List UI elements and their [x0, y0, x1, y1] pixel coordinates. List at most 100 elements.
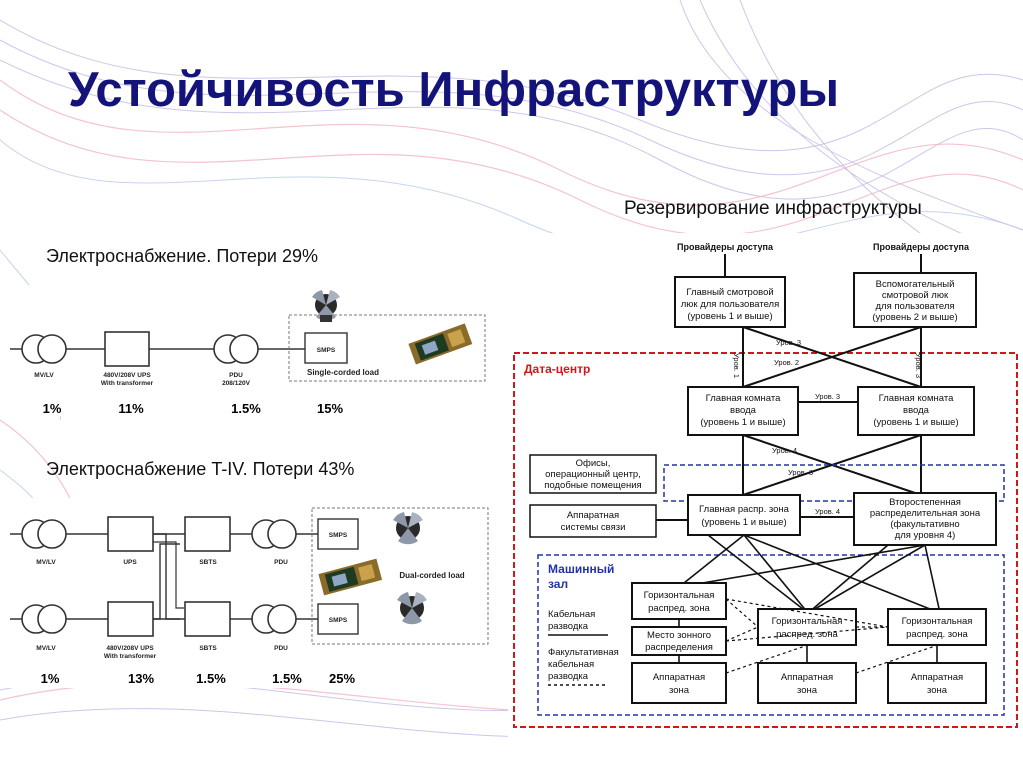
power1-heading: Электроснабжение. Потери 29% [46, 246, 319, 266]
aux-hatch-line: для пользователя [875, 301, 954, 312]
load-label: Dual-corded load [399, 571, 464, 580]
comp-ups: 480V/208V UPS [103, 372, 151, 379]
legend-line: Факультативная [548, 647, 619, 658]
load-label: Single-corded load [307, 368, 379, 377]
comp-ups-transformer: With transformer [101, 380, 154, 387]
hda-line: распред. зона [648, 603, 710, 614]
comp-mvlv: MV/LV [36, 645, 56, 652]
smps-box [317, 603, 359, 635]
equipment-zone [631, 662, 727, 704]
offices-line: операционный центр, [545, 469, 641, 480]
sda-line: распределительная зона [870, 508, 981, 519]
loss-value: 1.5% [196, 671, 226, 686]
datacenter-boundary [513, 352, 1018, 728]
power-chain-dual: SMPS SMPS Dual-corded load MV/LV UPS SBT… [0, 498, 493, 688]
aux-hatch-line: Вспомогательный [876, 279, 955, 290]
loss-value: 1.5% [231, 401, 261, 416]
sda-line: (факультативно [890, 519, 959, 530]
smps-label: SMPS [329, 617, 348, 624]
hda-line: Горизонтальная [644, 590, 715, 601]
equip-line: зона [797, 685, 818, 696]
fan-icon [393, 512, 423, 545]
equip-line: Аппаратная [781, 672, 833, 683]
entry-room-line: (уровень 1 и выше) [873, 417, 958, 428]
providers-right-label: Провайдеры доступа [873, 242, 970, 252]
power2-heading: Электроснабжение T-IV. Потери 43% [46, 459, 355, 479]
equip-line: Аппаратная [653, 672, 705, 683]
sbts-box [184, 516, 231, 552]
entry-room-line: Главная комната [706, 393, 781, 404]
main-hatch-line: Главный смотровой [686, 287, 773, 298]
sda-line: Второстепенная [889, 497, 961, 508]
level-label: Уров. 3 [815, 392, 840, 401]
legend-line: кабельная [548, 659, 594, 670]
smps-label: SMPS [317, 347, 336, 354]
transformer-icon [21, 334, 67, 364]
machine-hall-label: Машинный [548, 562, 614, 576]
load-dashed-box [288, 314, 486, 382]
level-label: Уров. 4 [815, 507, 840, 516]
level-label: Уров. 3 [914, 353, 923, 378]
transformer-icon [21, 519, 67, 549]
loss-value: 1.5% [272, 671, 302, 686]
comp-sbts: SBTS [199, 645, 217, 652]
hda-line: Горизонтальная [772, 616, 843, 627]
comp-ups-transformer: With transformer [104, 653, 157, 660]
telecom-line: Аппаратная [567, 510, 619, 521]
aux-hatch-line: смотровой люк [882, 290, 949, 301]
loss-value: 11% [118, 401, 144, 416]
level-label: Уров. 3 [788, 468, 813, 477]
comp-ups: UPS [123, 559, 137, 566]
datacenter-label: Дата-центр [524, 362, 590, 376]
aux-hatch-box [853, 272, 977, 328]
main-hatch-box [674, 276, 786, 328]
comp-pdu: PDU [229, 372, 243, 379]
pdu-transformer-icon [251, 604, 297, 634]
smps-label: SMPS [329, 532, 348, 539]
pdu-transformer-icon [213, 334, 259, 364]
level-label: Уров. 3 [776, 338, 801, 347]
smps-box [317, 518, 359, 550]
ups-box [107, 601, 154, 637]
zone-point-line: Место зонного [647, 630, 711, 641]
level-label: Уров. 1 [732, 353, 741, 378]
legend-line: разводка [548, 621, 589, 632]
offices-line: Офисы, [576, 458, 611, 469]
telecom-line: системы связи [561, 522, 626, 533]
offices-box [529, 454, 657, 494]
hda-line: Горизонтальная [902, 616, 973, 627]
entry-room-secondary [857, 386, 975, 436]
redundancy-subtitle: Резервирование инфраструктуры [624, 198, 922, 219]
secondary-distribution-area [853, 492, 997, 546]
server-chip-icon [318, 558, 383, 596]
pdu-transformer-icon [251, 519, 297, 549]
horizontal-distribution-area [631, 582, 727, 620]
machine-hall-boundary [537, 554, 1005, 716]
power-chain-single: SMPS Single-corded load MV/LV 480V/208V … [0, 285, 493, 416]
legend-line: Кабельная [548, 609, 595, 620]
equip-line: зона [927, 685, 948, 696]
transformer-icon [21, 604, 67, 634]
comp-pdu: PDU [274, 645, 288, 652]
telecom-room-box [529, 504, 657, 538]
ups-box [107, 516, 154, 552]
loss-value: 1% [41, 671, 60, 686]
equipment-zone [757, 662, 857, 704]
zone-point-line: распределения [645, 642, 713, 653]
server-chip-icon [408, 323, 473, 365]
smps-box [304, 332, 348, 364]
comp-mvlv: MV/LV [36, 559, 56, 566]
comp-mvlv: MV/LV [34, 372, 54, 379]
comp-ups: 480V/208V UPS [106, 645, 154, 652]
mda-line: (уровень 1 и выше) [701, 517, 786, 528]
machine-hall-label: зал [548, 577, 568, 591]
fan-icon [397, 592, 427, 625]
entry-room-main [687, 386, 799, 436]
mda-line: Главная распр. зона [699, 504, 790, 515]
equip-line: зона [669, 685, 690, 696]
offices-line: подобные помещения [544, 480, 641, 491]
loss-value: 13% [128, 671, 154, 686]
comp-sbts: SBTS [199, 559, 217, 566]
ups-box [104, 331, 150, 367]
main-distribution-area [687, 494, 801, 536]
